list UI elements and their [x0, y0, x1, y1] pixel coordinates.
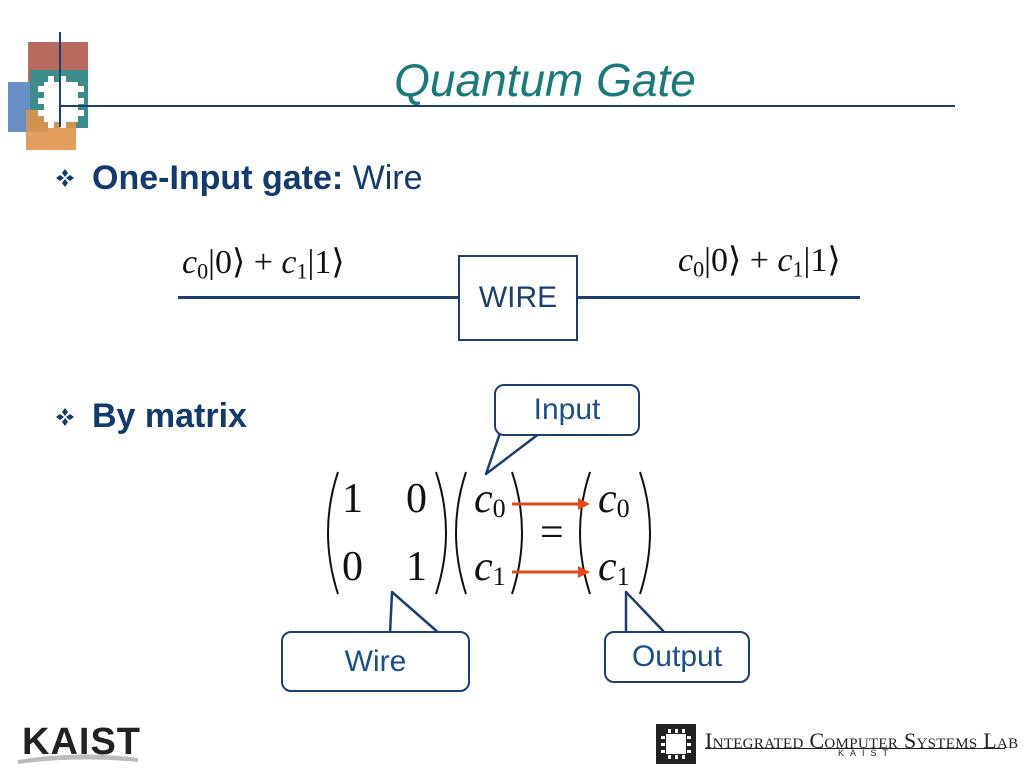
input-vector-c0: c0 — [474, 476, 506, 524]
diamond-bullet-icon — [56, 169, 74, 187]
matrix-cell-11: 1 — [342, 476, 363, 522]
gear-logo-icon — [8, 42, 88, 150]
wire-callout-label: Wire — [344, 644, 407, 678]
matrix-right-paren — [435, 471, 447, 595]
equals-sign: = — [540, 510, 564, 556]
matrix-cell-12: 0 — [406, 476, 427, 522]
input-callout-label: Input — [533, 393, 601, 426]
wire-callout-pointer — [388, 590, 441, 635]
lab-rule — [705, 748, 1005, 749]
output-vector-c1: c1 — [598, 544, 630, 592]
input-callout: Input — [494, 384, 640, 436]
bullet-bold-text: By matrix — [92, 397, 247, 435]
diamond-bullet-icon — [56, 408, 74, 426]
output-callout: Output — [604, 631, 750, 683]
bullet-one-input-gate: One-Input gate: Wire — [92, 158, 423, 198]
matrix-cell-21: 0 — [342, 544, 363, 590]
wire-callout: Wire — [281, 631, 470, 692]
input-vector-right-paren — [511, 471, 523, 595]
bullet-normal-text: Wire — [343, 159, 423, 197]
output-vector-left-paren — [579, 471, 591, 595]
bullet-bold-text: One-Input gate: — [92, 159, 344, 197]
header-vertical-rule — [59, 32, 61, 127]
output-callout-label: Output — [631, 640, 723, 673]
input-vector-left-paren — [455, 471, 467, 595]
bullet-by-matrix: By matrix — [92, 396, 247, 436]
output-callout-pointer — [624, 590, 667, 635]
input-vector-c1: c1 — [474, 544, 506, 592]
input-callout-pointer — [484, 432, 541, 476]
title-rule — [60, 105, 955, 107]
matrix-left-paren — [327, 471, 339, 595]
chip-logo-icon — [656, 724, 696, 764]
kaist-swoosh-icon — [18, 754, 138, 764]
lab-sub-label: KAIST — [838, 748, 895, 758]
wire-gate-box: WIRE — [458, 255, 578, 341]
wire-gate-label: WIRE — [478, 281, 558, 314]
slide-title: Quantum Gate — [394, 54, 696, 106]
input-state-expression: c0|0⟩ + c1|1⟩ — [182, 244, 345, 284]
matrix-cell-22: 1 — [406, 544, 427, 590]
output-state-expression: c0|0⟩ + c1|1⟩ — [678, 242, 841, 282]
output-vector-right-paren — [639, 471, 651, 595]
output-vector-c0: c0 — [598, 476, 630, 524]
